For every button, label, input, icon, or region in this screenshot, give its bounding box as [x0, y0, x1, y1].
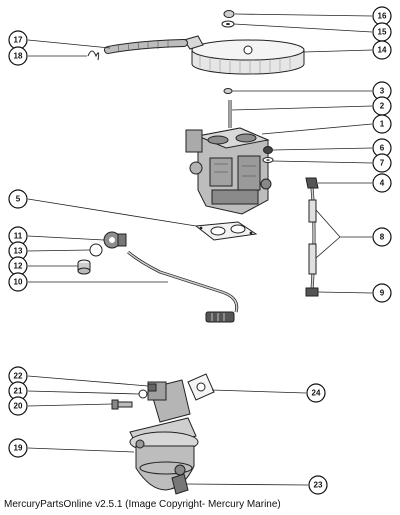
carburetor-washer [262, 157, 274, 163]
svg-text:5: 5 [16, 195, 21, 204]
svg-text:22: 22 [14, 372, 23, 381]
air-cleaner [183, 35, 305, 75]
fitting-upper [305, 177, 319, 189]
hose [104, 39, 188, 54]
svg-text:3: 3 [380, 87, 385, 96]
callout-24: 24 [306, 383, 326, 403]
callout-8: 8 [372, 227, 392, 247]
filter-element [77, 259, 91, 275]
callout-14: 14 [372, 40, 392, 60]
copyright-caption: MercuryPartsOnline v2.5.1 (Image Copyrig… [4, 499, 281, 510]
svg-text:23: 23 [314, 481, 323, 490]
carburetor [185, 127, 272, 215]
svg-text:14: 14 [378, 46, 387, 55]
svg-text:19: 19 [14, 444, 23, 453]
svg-text:11: 11 [14, 232, 23, 241]
fuel-line-assembly [127, 250, 239, 323]
leader-lines [27, 13, 373, 486]
svg-text:17: 17 [14, 36, 23, 45]
callout-1: 1 [372, 114, 392, 134]
svg-text:15: 15 [378, 28, 387, 37]
svg-text:12: 12 [14, 262, 23, 271]
pump-lock-washer [138, 389, 148, 399]
pump-fitting [171, 473, 189, 495]
svg-text:20: 20 [14, 402, 23, 411]
callout-12: 12 [8, 256, 28, 276]
svg-text:2: 2 [380, 102, 385, 111]
gasket-ring [89, 243, 103, 257]
callout-20: 20 [8, 396, 28, 416]
washer [221, 20, 235, 28]
callout-18: 18 [8, 46, 28, 66]
svg-text:8: 8 [380, 233, 385, 242]
nut [223, 88, 233, 94]
svg-text:21: 21 [14, 387, 23, 396]
pump-screw [111, 399, 133, 410]
fuel-line [308, 187, 317, 291]
svg-text:24: 24 [312, 389, 321, 398]
wing-nut [223, 10, 235, 18]
callout-23: 23 [308, 475, 328, 495]
hose-clamp [87, 50, 100, 61]
pump-nut [147, 383, 157, 392]
callout-16: 16 [372, 6, 392, 26]
pump-gasket [187, 373, 215, 401]
callout-9: 9 [372, 283, 392, 303]
callout-19: 19 [8, 438, 28, 458]
svg-text:6: 6 [380, 144, 385, 153]
callout-5: 5 [8, 189, 28, 209]
svg-text:1: 1 [380, 120, 385, 129]
svg-text:13: 13 [14, 247, 23, 256]
callout-2: 2 [372, 96, 392, 116]
callout-4: 4 [372, 173, 392, 193]
callout-7: 7 [372, 153, 392, 173]
svg-text:4: 4 [380, 179, 385, 188]
filter-inlet-fitting [103, 231, 127, 249]
svg-text:9: 9 [380, 289, 385, 298]
callout-15: 15 [372, 22, 392, 42]
svg-text:10: 10 [14, 278, 23, 287]
svg-text:7: 7 [380, 159, 385, 168]
fitting-lower [305, 287, 319, 297]
carburetor-gasket [194, 221, 258, 241]
svg-text:16: 16 [378, 12, 387, 21]
svg-text:18: 18 [14, 52, 23, 61]
callout-17: 17 [8, 30, 28, 50]
callout-3: 3 [372, 81, 392, 101]
callout-10: 10 [8, 272, 28, 292]
carburetor-nut [263, 146, 273, 154]
